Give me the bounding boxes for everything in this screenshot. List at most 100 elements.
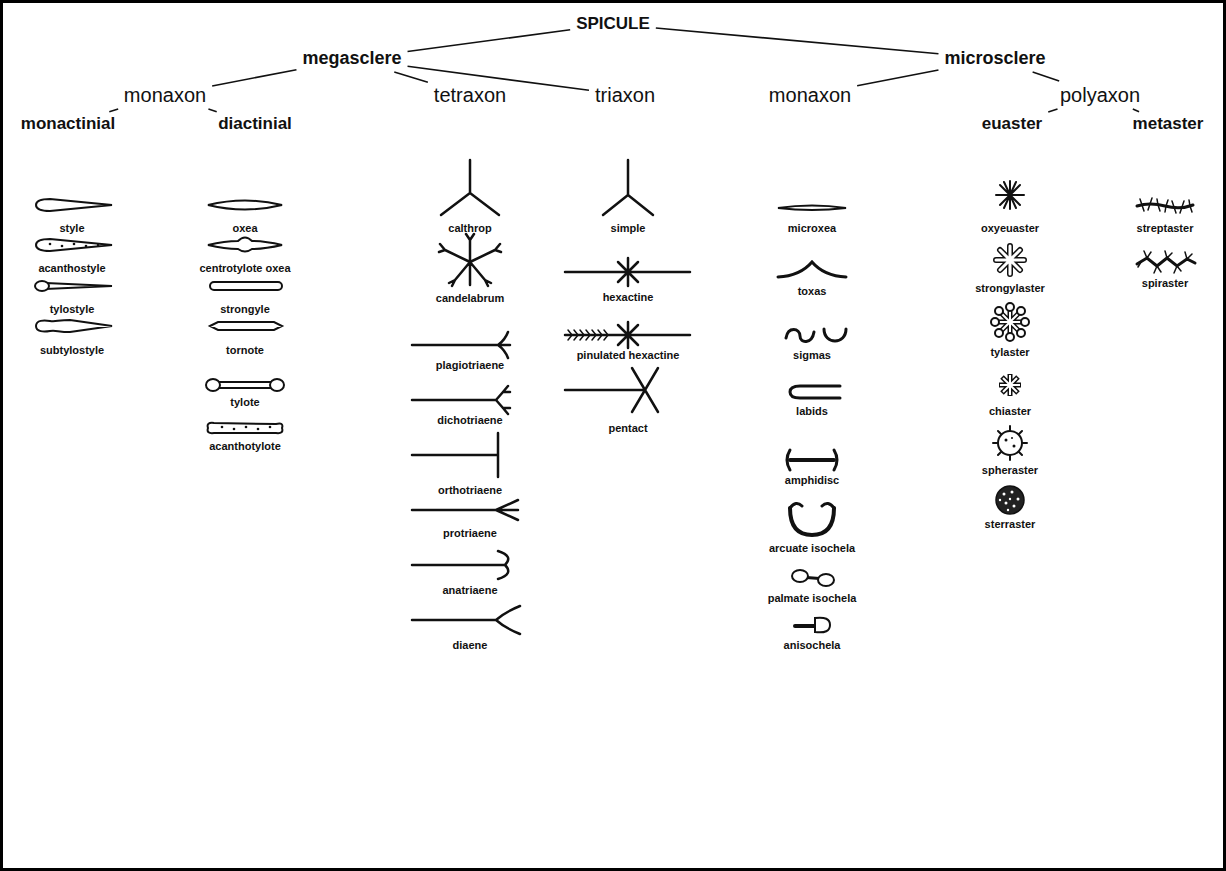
triaxon-drawings-part — [603, 160, 653, 215]
spicule-name: spiraster — [1142, 277, 1188, 289]
diactinial-drawings-part — [206, 379, 220, 391]
triaxon-drawings-part — [565, 258, 690, 286]
spicule-name: subtylostyle — [40, 344, 104, 356]
microsclere-monaxon-drawings-part — [815, 618, 830, 633]
drawing-part-part — [221, 426, 224, 429]
spicule-name: oxyeuaster — [981, 222, 1039, 234]
microsclere-monaxon-drawings-part — [792, 570, 808, 582]
category-name: polyaxon — [1060, 84, 1140, 106]
category-name: microsclere — [944, 48, 1045, 68]
spicule-name: spheraster — [982, 464, 1038, 476]
category-name: monactinial — [21, 114, 115, 133]
diactinial-drawings-part — [210, 282, 282, 290]
category-node: microsclere — [940, 48, 1049, 70]
spicule-name: acanthotylote — [209, 440, 281, 452]
spicule-name: tylostyle — [50, 303, 95, 315]
spicule-name: protriaene — [443, 527, 497, 539]
tree-branch — [1033, 72, 1060, 81]
euaster-drawings-part — [993, 426, 1027, 460]
microsclere-monaxon-drawings-part — [790, 458, 834, 462]
triaxon-drawings-part — [565, 322, 690, 348]
spicule-name: anisochela — [784, 639, 841, 651]
diactinial-drawings-part — [270, 379, 284, 391]
drawing-part-part — [245, 426, 248, 429]
category-node: megasclere — [298, 48, 405, 70]
spicule-name: hexactine — [603, 291, 654, 303]
drawing-part-part — [97, 244, 99, 246]
diactinial-drawings-part — [208, 423, 283, 433]
monactinial-drawings — [35, 199, 112, 332]
tetraxon-drawings-part — [439, 234, 501, 286]
spicule-name: amphidisc — [785, 474, 839, 486]
euaster-drawings-part — [996, 486, 1024, 514]
spicule-name: orthotriaene — [438, 484, 502, 496]
tree-branch — [208, 109, 216, 112]
monactinial-drawings-part — [36, 199, 112, 211]
drawing-part-part — [991, 318, 999, 326]
euaster-drawings-part — [998, 431, 1022, 455]
drawing-part-part — [49, 243, 52, 246]
category-name: tetraxon — [434, 84, 506, 106]
drawing-part-part — [85, 245, 88, 248]
drawing-part-part — [1011, 437, 1013, 439]
microsclere-monaxon-drawings-part — [790, 503, 834, 508]
spicule-name: oxea — [232, 222, 257, 234]
drawing-part — [49, 243, 100, 248]
category-name: monaxon — [769, 84, 851, 106]
spicule-name: calthrop — [448, 222, 491, 234]
tetraxon-drawings-part — [441, 160, 499, 215]
spicule-name: tornote — [226, 344, 264, 356]
drawing-part-part — [1006, 303, 1014, 311]
tetraxon-drawings — [412, 160, 520, 634]
drawing-part-part — [1017, 307, 1025, 315]
drawing-part-part — [233, 428, 236, 431]
drawing-part-part — [1005, 439, 1008, 442]
spicule-name: acanthostyle — [38, 262, 105, 274]
metaster-drawings-part — [1137, 204, 1193, 208]
spicule-name: tylaster — [990, 346, 1029, 358]
category-name: triaxon — [595, 84, 655, 106]
spicule-name: diaene — [453, 639, 488, 651]
category-node: monaxon — [765, 83, 855, 107]
drawing-part — [1005, 437, 1016, 448]
diactinial-drawings-part — [208, 238, 282, 252]
tree-branch — [1048, 109, 1057, 112]
microsclere-monaxon-drawings-part — [787, 450, 837, 470]
microsclere-monaxon-drawings-part — [795, 624, 815, 628]
tree-branch — [408, 30, 571, 52]
category-node: triaxon — [591, 83, 659, 107]
tetraxon-drawings-part — [412, 386, 510, 414]
drawing-part-part — [1009, 498, 1011, 500]
euaster-drawings-part — [999, 374, 1021, 396]
microsclere-monaxon-drawings-part — [778, 206, 846, 211]
tree-branch — [212, 70, 296, 86]
drawing-part-part — [995, 329, 1003, 337]
drawing-part-part — [1017, 329, 1025, 337]
drawing-part-part — [1003, 493, 1006, 496]
spicule-name: simple — [611, 222, 646, 234]
category-node: tetraxon — [430, 83, 510, 107]
triaxon-drawings — [565, 160, 690, 412]
category-node: monaxon — [120, 83, 210, 107]
spicule-name: anatriaene — [442, 584, 497, 596]
spicule-name: candelabrum — [436, 292, 504, 304]
spicule-name: microxea — [788, 222, 836, 234]
drawing-part-part — [269, 426, 272, 429]
category-node: SPICULE — [572, 14, 654, 35]
spicule-name: sterraster — [985, 518, 1036, 530]
monactinial-drawings-part — [36, 320, 112, 332]
drawing-part-part — [1021, 318, 1029, 326]
monactinial-drawings-part — [35, 281, 49, 291]
drawing-part-part — [1017, 498, 1020, 501]
microsclere-monaxon-drawings-part — [786, 329, 846, 342]
euaster-drawings-part — [996, 246, 1024, 274]
category-node: monactinial — [17, 114, 119, 135]
metaster-drawings — [1137, 198, 1195, 273]
diactinial-drawings-part — [216, 382, 274, 388]
tetraxon-drawings-part — [412, 500, 518, 520]
category-name: metaster — [1133, 114, 1204, 133]
metaster-drawings-part — [1138, 251, 1192, 273]
microsclere-monaxon-drawings-part — [818, 574, 834, 586]
drawing-part-part — [61, 245, 64, 248]
